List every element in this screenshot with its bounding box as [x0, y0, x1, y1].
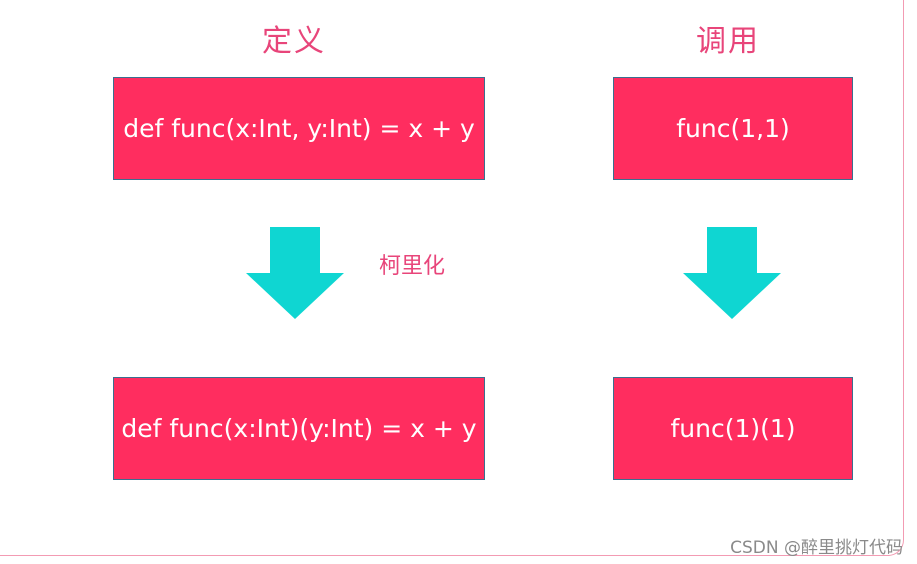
box-def-original-text: def func(x:Int, y:Int) = x + y	[123, 114, 475, 143]
arrow-down-right-icon	[683, 227, 781, 319]
box-call-curried-text: func(1)(1)	[670, 414, 796, 443]
heading-invocation: 调用	[696, 24, 760, 59]
arrow-down-left-icon	[246, 227, 344, 319]
box-call-original-text: func(1,1)	[676, 114, 790, 143]
box-def-original: def func(x:Int, y:Int) = x + y	[113, 77, 485, 180]
box-call-original: func(1,1)	[613, 77, 853, 180]
arrow-label-currying: 柯里化	[379, 254, 446, 279]
diagram-frame	[0, 0, 904, 556]
box-def-curried: def func(x:Int)(y:Int) = x + y	[113, 377, 485, 480]
box-def-curried-text: def func(x:Int)(y:Int) = x + y	[121, 414, 477, 443]
watermark: CSDN @醉里挑灯代码	[730, 538, 903, 558]
heading-definition: 定义	[262, 24, 326, 59]
box-call-curried: func(1)(1)	[613, 377, 853, 480]
